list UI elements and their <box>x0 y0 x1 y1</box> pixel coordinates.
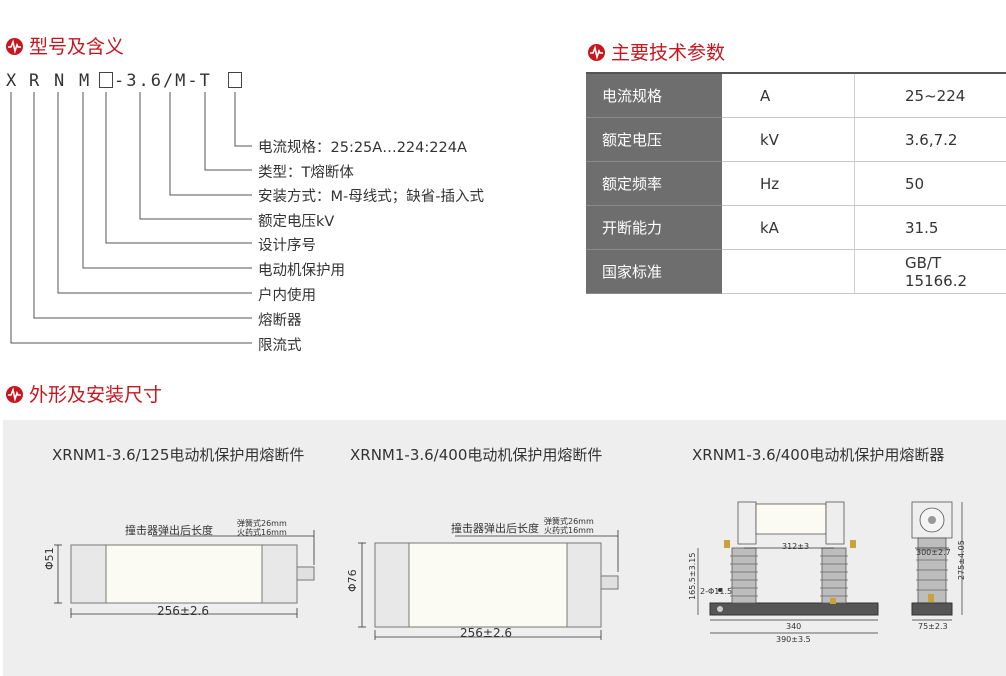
legend-type: 类型：T熔断体 <box>258 165 354 181</box>
drawing-1-powder-label: 火药式16mm <box>237 528 287 537</box>
drawing-3-dim-top: 312±3 <box>782 542 810 551</box>
spec-table: 电流规格 A 25~224 额定电压 kV 3.6,7.2 额定频率 Hz 50… <box>586 74 1006 294</box>
spec-value: 50 <box>854 161 1006 206</box>
drawing-3-dim-side-height: 275±4.05 <box>957 540 966 580</box>
legend-design-seq: 设计序号 <box>258 238 316 254</box>
drawing-1-title: XRNM1-3.6/125电动机保护用熔断件 <box>52 446 305 464</box>
spec-row: 额定电压 kV 3.6,7.2 <box>586 117 1006 162</box>
model-section-title-text: 型号及含义 <box>29 36 125 58</box>
drawing-3-dim-base: 340 <box>786 622 802 631</box>
spec-value: 25~224 <box>854 74 1006 118</box>
spec-section-title-text: 主要技术参数 <box>611 42 726 64</box>
spec-name: 额定电压 <box>586 117 722 162</box>
drawing-3-dim-height: 165.5±3.15 <box>688 552 697 600</box>
spec-unit: kV <box>722 117 855 162</box>
code-letter-m: M <box>79 71 90 91</box>
spec-row: 额定频率 Hz 50 <box>586 161 1006 206</box>
pulse-icon <box>6 386 23 403</box>
spec-value: 3.6,7.2 <box>854 117 1006 162</box>
legend-motor-protection: 电动机保护用 <box>258 263 345 279</box>
legend-mounting: 安装方式：M-母线式；缺省-插入式 <box>258 189 484 205</box>
legend-rated-voltage: 额定电压kV <box>258 214 335 230</box>
drawing-1-diameter: Φ51 <box>43 547 56 570</box>
spec-section-title: 主要技术参数 <box>588 38 725 65</box>
legend-current-limiting: 限流式 <box>258 338 302 354</box>
drawing-1-spring-label: 弹簧式26mm <box>237 519 287 528</box>
drawing-3-dim-side-width: 300±2.7 <box>916 548 951 557</box>
code-letter-n: N <box>54 71 65 91</box>
drawing-3-title: XRNM1-3.6/400电动机保护用熔断器 <box>692 446 945 464</box>
legend-fuse: 熔断器 <box>258 313 302 329</box>
drawing-2-length: 256±2.6 <box>460 626 513 640</box>
drawing-3-fuse-assembly <box>697 501 963 634</box>
pulse-icon <box>588 44 605 61</box>
drawing-2-spring-label: 弹簧式26mm <box>544 517 594 526</box>
legend-indoor: 户内使用 <box>258 288 316 304</box>
drawing-1-length: 256±2.6 <box>157 604 210 618</box>
legend-connectors <box>10 92 252 344</box>
code-suffix: -3.6/M-T <box>114 71 212 91</box>
drawing-2-diameter: Φ76 <box>346 569 359 592</box>
drawing-3-dim-total: 390±3.5 <box>776 635 811 644</box>
spec-name: 国家标准 <box>586 249 722 294</box>
spec-unit: A <box>722 74 855 118</box>
drawing-3-dim-hole: 2-Φ11.5 <box>700 587 733 596</box>
legend-current-spec: 电流规格：25:25A…224:224A <box>258 140 467 156</box>
spec-unit: Hz <box>722 161 855 206</box>
code-letter-x: X <box>6 71 17 91</box>
spec-name: 额定频率 <box>586 161 722 206</box>
drawing-1-fuse <box>54 530 315 618</box>
spec-unit <box>722 249 855 294</box>
spec-row: 国家标准 GB/T 15166.2 <box>586 249 1006 294</box>
drawing-2-striker-label: 撞击器弹出后长度 <box>451 522 539 535</box>
spec-unit: kA <box>722 205 855 250</box>
drawing-section-title-text: 外形及安装尺寸 <box>29 384 163 406</box>
spec-row: 开断能力 kA 31.5 <box>586 205 1006 250</box>
spec-name: 开断能力 <box>586 205 722 250</box>
spec-name: 电流规格 <box>586 74 722 118</box>
spec-table-top-rule <box>586 72 1006 74</box>
design-seq-box <box>99 71 113 90</box>
drawing-2-fuse <box>358 530 619 640</box>
spec-row: 电流规格 A 25~224 <box>586 74 1006 118</box>
drawing-2-title: XRNM1-3.6/400电动机保护用熔断件 <box>350 446 603 464</box>
drawing-3-dim-side-base: 75±2.3 <box>918 622 948 631</box>
current-box <box>228 71 242 90</box>
model-section-title: 型号及含义 <box>6 32 124 59</box>
spec-value: GB/T 15166.2 <box>854 249 1006 294</box>
pulse-icon <box>6 38 23 55</box>
drawing-1-striker-label: 撞击器弹出后长度 <box>125 524 213 537</box>
code-letter-r: R <box>29 71 40 91</box>
drawing-section-title: 外形及安装尺寸 <box>6 380 162 407</box>
spec-value: 31.5 <box>854 205 1006 250</box>
drawing-2-powder-label: 火药式16mm <box>544 526 594 535</box>
